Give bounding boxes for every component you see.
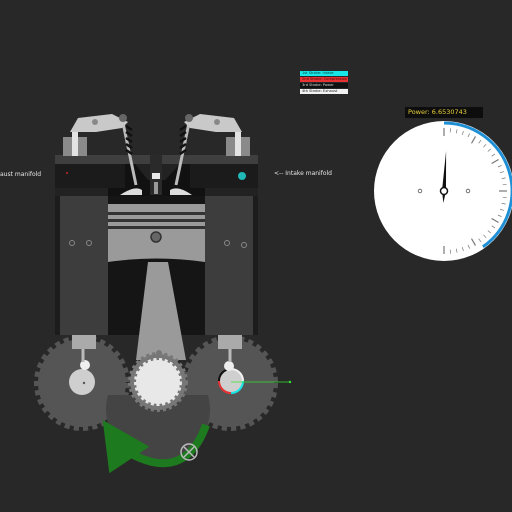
intake-flow-dot (238, 172, 246, 180)
gauge-tick (461, 130, 464, 135)
intake-rocker-arm (184, 114, 250, 156)
gauge-tick (470, 136, 477, 144)
exhaust-valve (120, 117, 142, 195)
gauge-tick (487, 230, 492, 234)
gauge-tick (455, 248, 458, 253)
gauge-tick (461, 247, 464, 252)
connecting-rod (136, 262, 186, 360)
gauge-tick (491, 153, 496, 157)
gauge-tick (500, 171, 505, 174)
block-bolts (69, 240, 247, 248)
gauge-tick (491, 217, 499, 224)
gauge-tick (483, 143, 487, 148)
curved-arrow-icon (102, 420, 210, 474)
exhaust-manifold (55, 164, 125, 188)
gauge-tick (497, 165, 502, 168)
power-gauge (374, 121, 512, 261)
exhaust-manifold-label: aust manifold (0, 171, 42, 178)
gauge-tick (497, 214, 502, 217)
left-cam-gear (34, 335, 130, 431)
power-readout: Power: 6.6530743 (405, 107, 483, 118)
gauge-tick (500, 208, 505, 211)
gauge-tick (483, 234, 487, 239)
gauge-level-arc (443, 121, 512, 248)
gauge-tick (478, 238, 482, 243)
gauge-tick (501, 177, 506, 180)
legend-item-intake: 1st Stroke: Intake (300, 71, 348, 76)
intake-valve (170, 117, 192, 195)
gauge-tick (470, 238, 477, 246)
exhaust-rocker-arm (63, 114, 128, 156)
gauge-tick (487, 148, 492, 152)
gauge-tick (491, 158, 499, 165)
spark-plug (150, 155, 162, 195)
intake-manifold-label: <-- Intake manifold (274, 170, 332, 177)
gauge-tick (478, 139, 482, 144)
gauge-tick (455, 129, 458, 134)
legend-item-power: 3rd Stroke: Power (300, 83, 348, 88)
crosshair-x-icon (180, 443, 198, 461)
gauge-tick (467, 244, 470, 249)
gauge-tick (467, 133, 470, 138)
gauge-ticks (443, 128, 507, 254)
legend-item-exhaust: 4th Stroke: Exhaust (300, 89, 348, 94)
intake-manifold (190, 164, 258, 188)
legend-item-compression: 2nd Stroke: Compression (300, 77, 348, 82)
gauge-tick (491, 225, 496, 229)
stroke-legend: 1st Stroke: Intake 2nd Stroke: Compressi… (300, 71, 348, 95)
gauge-tick (501, 202, 506, 205)
